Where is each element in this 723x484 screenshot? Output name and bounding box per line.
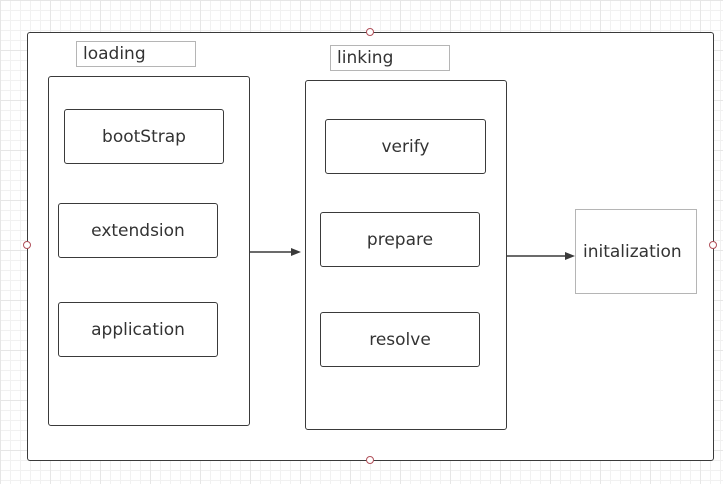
verify-step-text: verify bbox=[381, 136, 430, 157]
prepare-step-text: prepare bbox=[366, 229, 434, 250]
verify-step[interactable]: verify bbox=[325, 119, 486, 174]
prepare-step[interactable]: prepare bbox=[320, 212, 480, 267]
application-step[interactable]: application bbox=[58, 302, 218, 357]
resize-handle-left[interactable] bbox=[23, 241, 31, 249]
resolve-step[interactable]: resolve bbox=[320, 312, 480, 367]
application-step-text: application bbox=[91, 319, 185, 340]
bootstrap-step[interactable]: bootStrap bbox=[64, 109, 224, 164]
initialization-stage-text: initalization bbox=[583, 241, 682, 262]
linking-group-label[interactable]: linking bbox=[330, 45, 450, 71]
resize-handle-bottom[interactable] bbox=[366, 456, 374, 464]
bootstrap-step-text: bootStrap bbox=[102, 126, 186, 147]
resize-handle-right[interactable] bbox=[709, 241, 717, 249]
resize-handle-top[interactable] bbox=[366, 28, 374, 36]
extension-step-text: extendsion bbox=[91, 220, 185, 241]
resolve-step-text: resolve bbox=[369, 329, 431, 350]
extension-step[interactable]: extendsion bbox=[58, 203, 218, 258]
loading-group-label[interactable]: loading bbox=[76, 41, 196, 67]
initialization-stage[interactable]: initalization bbox=[575, 209, 697, 294]
